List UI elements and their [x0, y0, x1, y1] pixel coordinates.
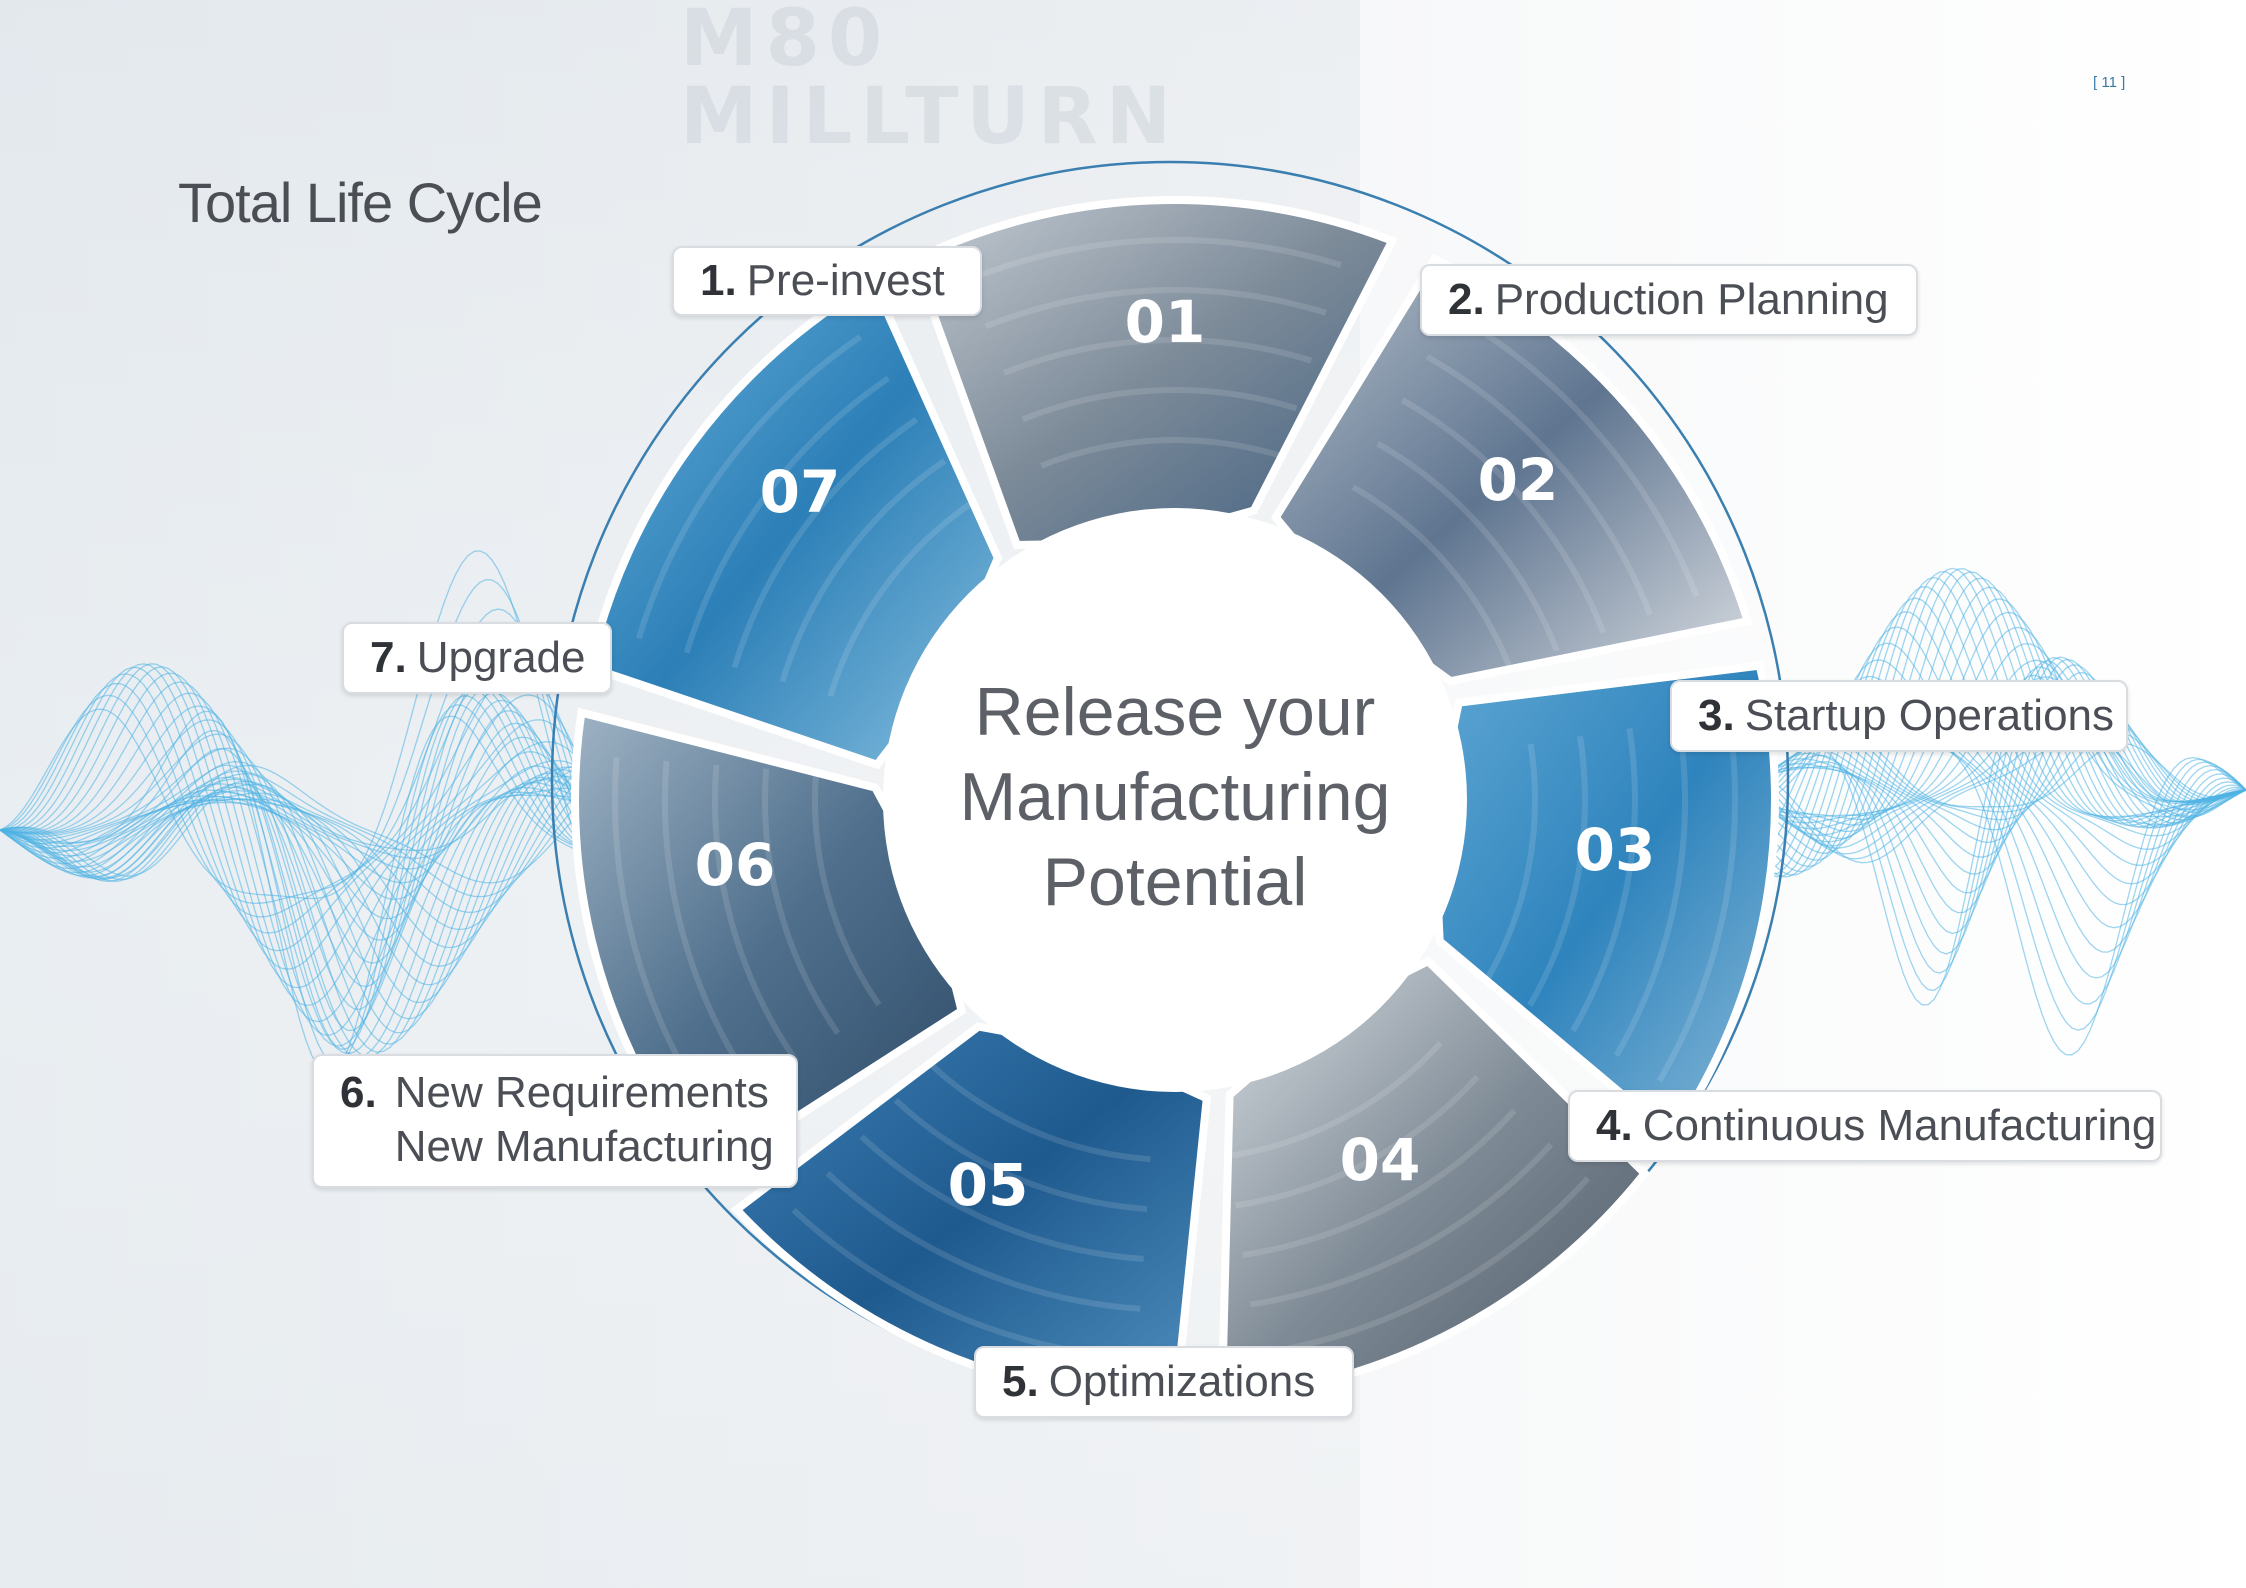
segment-detail-line [1450, 310, 1700, 598]
label-text: Production Planning [1494, 275, 1889, 324]
segment-detail-line [662, 760, 758, 1092]
wave-line [1699, 571, 2246, 861]
wave-line [1699, 691, 2246, 1031]
label-upgrade[interactable]: 7. Upgrade [342, 622, 612, 694]
label-continuous-manufacturing[interactable]: 4. Continuous Manufacturing [1568, 1090, 2162, 1162]
segment-detail-line [1613, 720, 1688, 1058]
label-text-line-2: New Manufacturing [394, 1122, 774, 1171]
segment-number-04: 04 [1340, 1126, 1421, 1194]
label-number: 1. [700, 256, 737, 305]
wave-line [1699, 659, 2246, 979]
segment-detail-line [1425, 354, 1653, 616]
watermark-line-1: M80 [680, 0, 891, 84]
segment-detail-line [1040, 437, 1283, 469]
wave-line [1699, 674, 2246, 1006]
segment-detail-line [825, 1171, 1141, 1312]
segment-detail-line [1021, 387, 1298, 423]
machine-watermark: M80 MILLTURN [680, 0, 1179, 156]
wave-line [1699, 705, 2246, 831]
page-title: Total Life Cycle [178, 171, 543, 234]
wave-line [1699, 675, 2246, 1005]
segment-detail-line [1656, 712, 1738, 1083]
segment-detail-line [984, 287, 1327, 330]
segment-number-01: 01 [1125, 288, 1206, 356]
label-text: Pre-invest [746, 256, 945, 305]
segment-detail-line [1400, 397, 1607, 634]
wave-line [1699, 664, 2246, 894]
page-number: [ 11 ] [2093, 74, 2126, 91]
center-circle [883, 508, 1467, 1092]
label-startup-operations[interactable]: 3. Startup Operations [1670, 680, 2128, 752]
segment-photo-01[interactable] [908, 196, 1398, 550]
segment-number-03: 03 [1575, 816, 1656, 884]
segment-detail-line [635, 334, 862, 640]
segment-detail-line [1257, 1176, 1591, 1357]
center-text-line-3: Potential [1043, 844, 1308, 920]
wave-line [1699, 660, 2246, 974]
wave-line [1699, 598, 2246, 826]
label-number: 4. [1596, 1101, 1633, 1150]
label-text: Optimizations [1048, 1357, 1316, 1406]
segment-detail-line [1003, 337, 1313, 376]
label-number: 3. [1698, 691, 1735, 740]
label-text: Upgrade [416, 633, 586, 682]
label-number: 2. [1448, 275, 1485, 324]
wave-line [1699, 642, 2246, 953]
watermark-line-2: MILLTURN [680, 72, 1180, 162]
wave-line [1699, 658, 2246, 914]
segment-number-02: 02 [1478, 446, 1559, 514]
segment-detail-line [812, 772, 882, 1007]
segment-detail-line [1570, 728, 1638, 1033]
segment-number-06: 06 [695, 831, 776, 899]
segment-detail-line [1376, 441, 1560, 652]
segment-detail-line [893, 1097, 1148, 1213]
segment-detail-line [1483, 743, 1538, 982]
label-number: 6. [340, 1068, 377, 1117]
wave-line [1699, 568, 2246, 847]
segment-detail-line [683, 375, 891, 654]
wave-line [1699, 666, 2246, 992]
segment-detail-line [1249, 1142, 1554, 1308]
segment-detail-line [1351, 484, 1514, 671]
wave-line [1699, 730, 2246, 813]
segment-detail-line [731, 417, 919, 669]
segment-detail-line [859, 1134, 1144, 1262]
segment-detail-line [1242, 1108, 1517, 1258]
label-production-planning[interactable]: 2. Production Planning [1420, 264, 1918, 336]
segment-detail-line [1527, 735, 1588, 1008]
wave-line [1699, 571, 2246, 840]
segment-detail-line [779, 458, 947, 683]
label-number: 5. [1002, 1357, 1039, 1406]
segment-number-07: 07 [760, 458, 841, 526]
segment-detail-line [1227, 1041, 1443, 1160]
segment-detail-line [762, 768, 841, 1035]
segment-detail-line [827, 499, 975, 697]
wave-line [1699, 693, 2246, 844]
segment-detail-line [1235, 1074, 1480, 1209]
segment-detail-line [712, 764, 800, 1064]
label-new-requirements[interactable]: 6. New Requirements New Manufacturing [312, 1054, 798, 1188]
label-text: Continuous Manufacturing [1642, 1101, 2157, 1150]
label-optimizations[interactable]: 5. Optimizations [974, 1346, 1354, 1418]
center-text-line-1: Release your [975, 674, 1376, 750]
wave-line [1699, 706, 2246, 1056]
center-text-line-2: Manufacturing [960, 759, 1391, 835]
label-pre-invest[interactable]: 1. Pre-invest [672, 246, 982, 316]
wave-line [1699, 734, 2246, 864]
wave-line [1699, 576, 2246, 868]
label-number: 7. [370, 633, 407, 682]
segment-number-05: 05 [948, 1151, 1029, 1219]
label-text: Startup Operations [1744, 691, 2115, 740]
segment-detail-line [927, 1061, 1151, 1163]
segment-detail-line [965, 237, 1342, 283]
label-text-line-1: New Requirements [394, 1068, 769, 1117]
